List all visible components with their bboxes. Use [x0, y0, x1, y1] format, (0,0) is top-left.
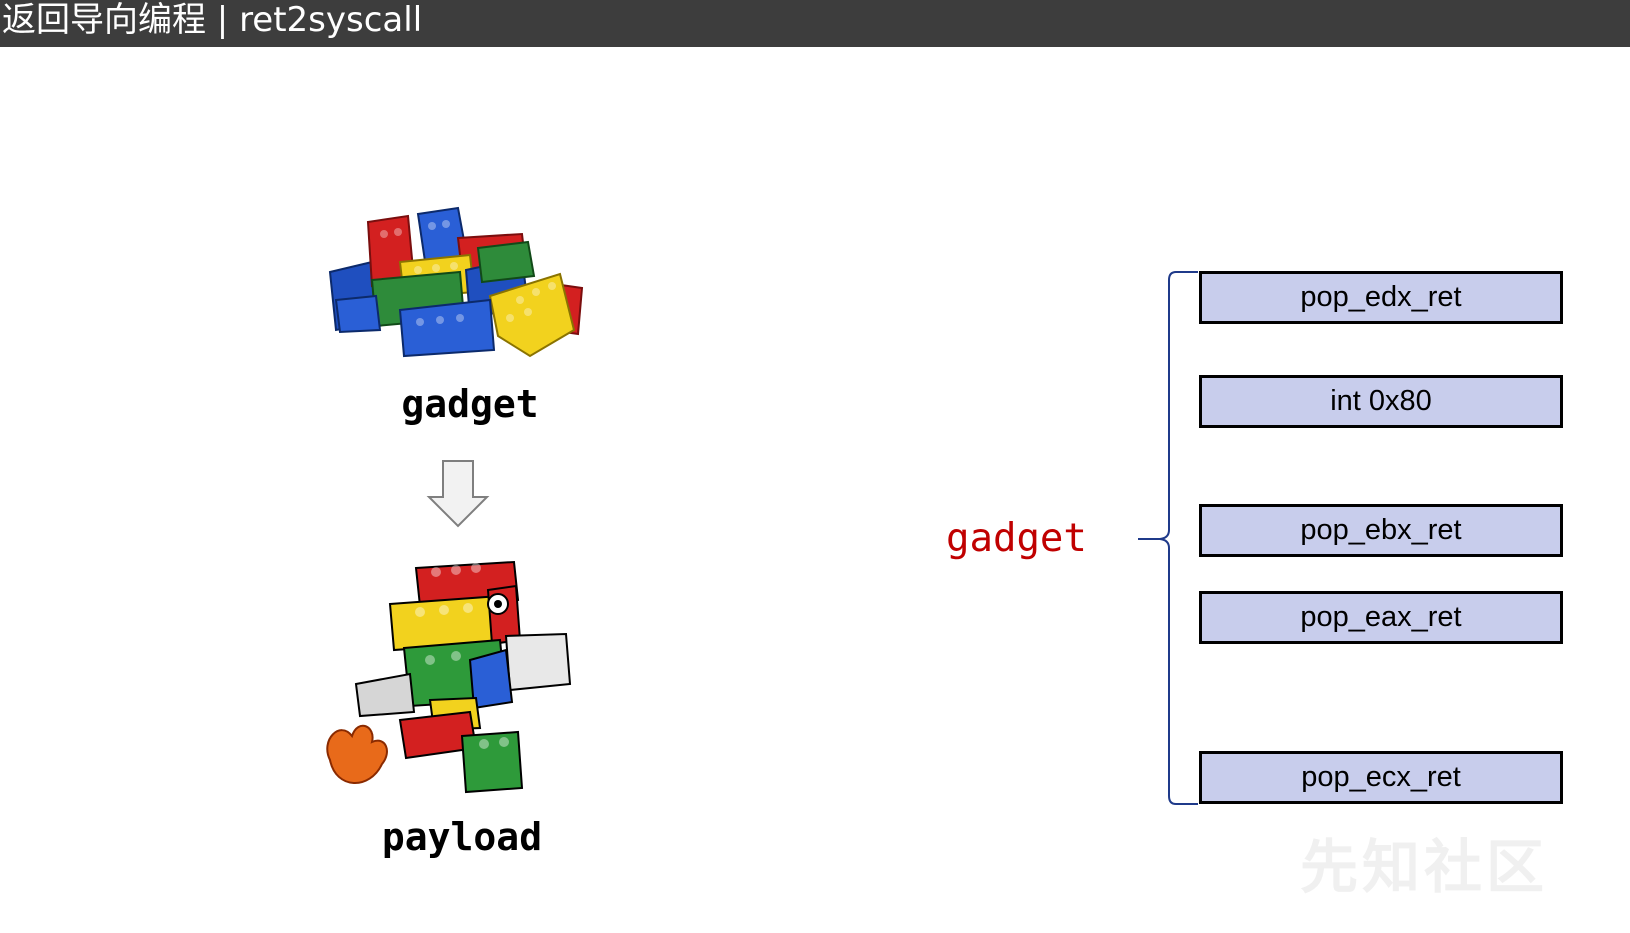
page-title: 返回导向编程 | ret2syscall [2, 0, 423, 40]
gadget-box-pop-ecx-ret: pop_ecx_ret [1199, 751, 1563, 804]
gadget-box-int-0x80: int 0x80 [1199, 375, 1563, 428]
gadget-group-label: gadget [946, 516, 1087, 561]
payload-label: payload [381, 815, 543, 859]
watermark: 先知社区 [1300, 833, 1549, 901]
lego-pile-image [328, 206, 584, 358]
gadget-box-pop-eax-ret: pop_eax_ret [1199, 591, 1563, 644]
title-bar: 返回导向编程 | ret2syscall [0, 0, 1630, 47]
lego-robot-image [326, 560, 572, 794]
gadget-box-pop-edx-ret: pop_edx_ret [1199, 271, 1563, 324]
down-arrow-icon [426, 460, 490, 528]
curly-brace [1138, 271, 1198, 805]
gadget-box-pop-ebx-ret: pop_ebx_ret [1199, 504, 1563, 557]
gadget-label: gadget [401, 382, 539, 426]
